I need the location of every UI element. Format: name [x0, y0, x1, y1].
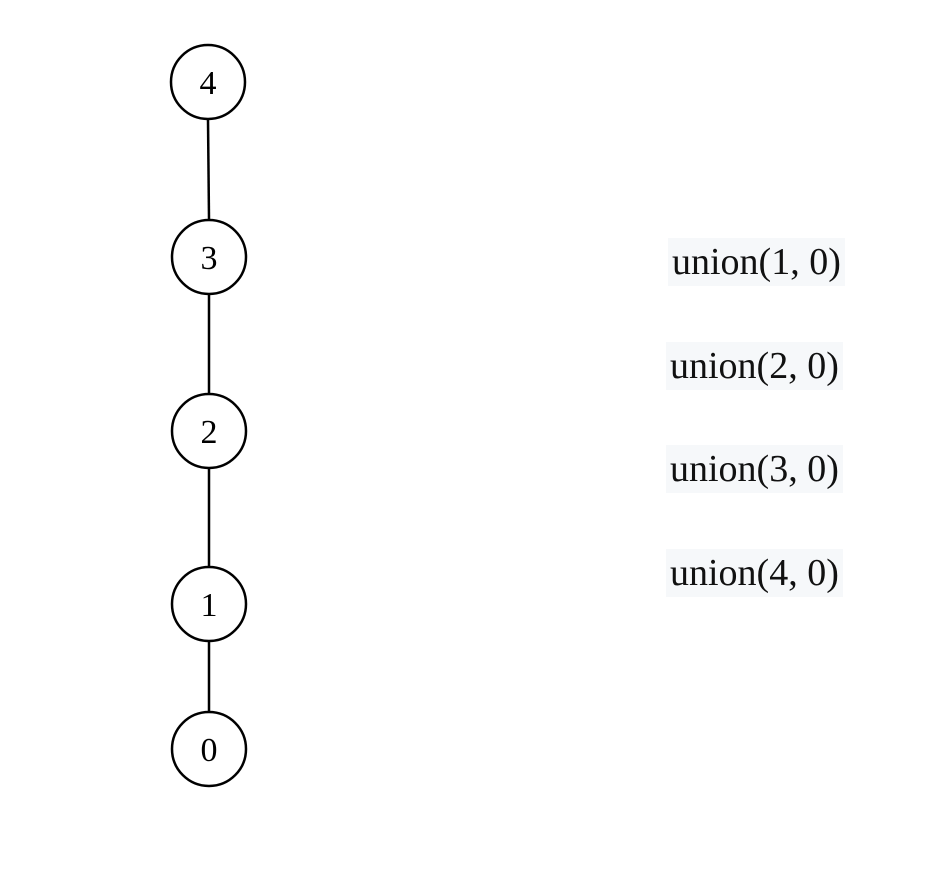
- node-label: 3: [201, 240, 218, 277]
- node-circle: [170, 218, 248, 296]
- union-operation-label: union(3, 0): [666, 445, 843, 493]
- tree-node-2: 2: [170, 392, 248, 470]
- union-operation-label: union(4, 0): [666, 549, 843, 597]
- node-circle: [169, 43, 247, 121]
- edge-4-3: [206, 119, 211, 220]
- node-circle: [170, 565, 248, 643]
- node-label: 0: [201, 732, 218, 769]
- union-operation-label: union(2, 0): [666, 342, 843, 390]
- node-label: 4: [200, 65, 217, 102]
- node-label: 1: [201, 587, 218, 624]
- node-circle: [170, 710, 248, 788]
- tree-node-4: 4: [169, 43, 247, 121]
- node-circle: [170, 392, 248, 470]
- tree-node-1: 1: [170, 565, 248, 643]
- tree-node-0: 0: [170, 710, 248, 788]
- tree-node-3: 3: [170, 218, 248, 296]
- node-label: 2: [201, 414, 218, 451]
- union-operation-label: union(1, 0): [668, 238, 845, 286]
